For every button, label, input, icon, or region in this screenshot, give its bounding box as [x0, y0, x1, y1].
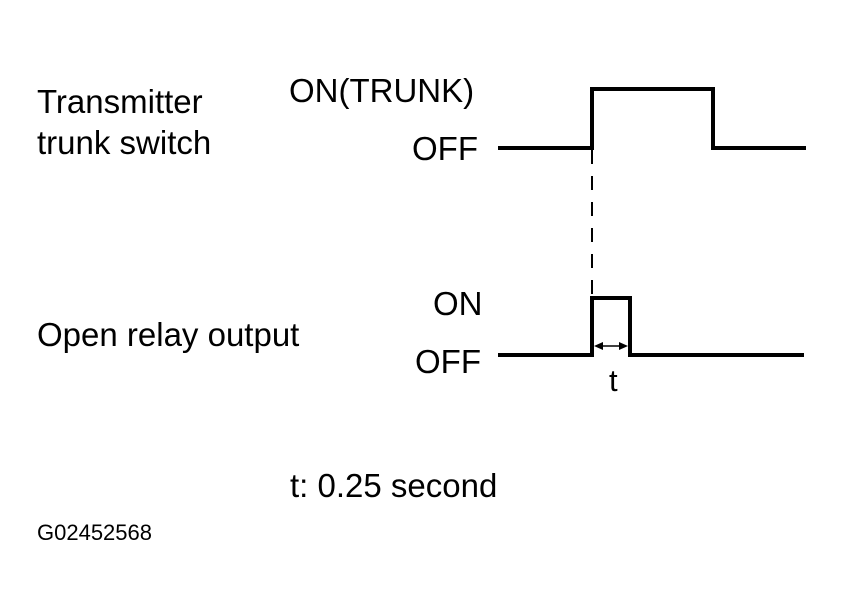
- pulse-width-arrowhead-left: [594, 342, 603, 350]
- transmitter-off-level-label: OFF: [412, 130, 478, 167]
- open-relay-output-label: Open relay output: [37, 316, 300, 353]
- transmitter-trunk-switch-label: Transmitter trunk switch: [37, 81, 211, 164]
- pulse-width-arrowhead-right: [619, 342, 628, 350]
- transmitter-on-level-label: ON(TRUNK): [289, 72, 475, 109]
- figure-code: G02452568: [37, 520, 152, 545]
- relay-waveform: [498, 296, 804, 357]
- transmitter-label-line-2: trunk switch: [37, 124, 212, 162]
- transmitter-label-line-1: Transmitter: [37, 83, 203, 120]
- transmitter-waveform: [498, 87, 806, 150]
- timing-note: t: 0.25 second: [290, 467, 498, 504]
- relay-off-level-label: OFF: [415, 343, 481, 380]
- pulse-width-label: t: [609, 363, 618, 398]
- relay-on-level-label: ON: [433, 285, 483, 322]
